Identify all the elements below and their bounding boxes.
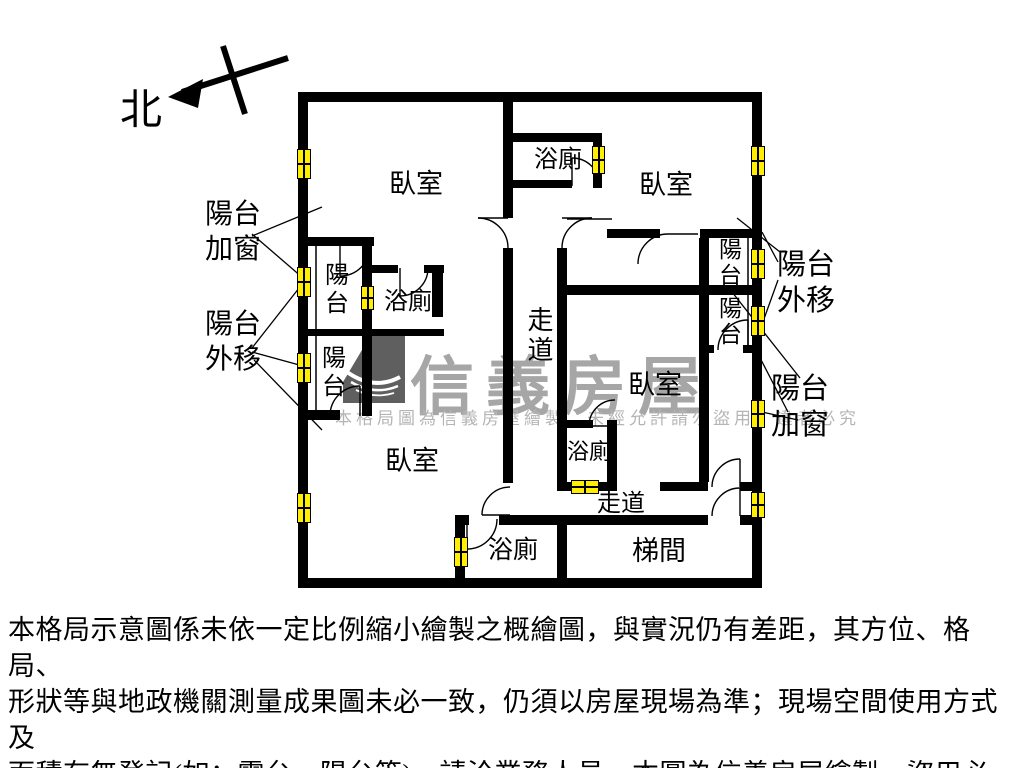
wall [700,229,762,238]
window-icon [751,306,765,336]
wall [499,515,708,525]
wall [660,482,708,491]
wall [557,420,593,428]
room-label-balcony-left-2: 陽台 [322,346,346,400]
room-label-bedroom-top-right: 臥室 [639,170,693,200]
wall-outer-right [752,92,762,588]
room-label-balcony-right-1: 陽台 [719,237,742,288]
room-label-stairwell: 梯間 [632,536,686,566]
window-icon [571,480,599,494]
wall [503,248,513,483]
wall [510,133,602,142]
annotation-balcony-window-added-left: 陽台加窗 [204,199,261,265]
window-icon [751,400,765,428]
wall [298,410,340,420]
window-icon [592,146,605,174]
wall [607,229,660,238]
room-label-bedroom-bottom-left: 臥室 [385,446,439,476]
wall [557,248,567,482]
wall-outer-left [298,92,308,588]
room-label-bathroom-left: 浴廁 [384,289,432,315]
north-arrow [168,45,289,115]
room-label-corridor-bottom: 走道 [597,491,645,517]
window-icon [361,286,374,310]
wall [743,345,762,353]
window-icon [751,249,765,279]
room-label-balcony-right-2: 陽台 [719,296,742,347]
wall [740,482,762,491]
wall [308,329,364,336]
window-icon [297,267,311,297]
wall [510,180,572,188]
window-icon [297,353,311,383]
window-icon [751,492,765,518]
disclaimer-line-3: 面積有無登記(如：露台、陽台等)，請洽業務人員。本圖為信義房屋繪製，盜用必究。 [8,756,1020,768]
room-label-bathroom-mid: 浴廁 [566,439,611,464]
disclaimer-line-2: 形狀等與地政機關測量成果圖未必一致，仍須以房屋現場為準；現場空間使用方式及 [8,687,998,753]
room-label-bedroom-top-left: 臥室 [389,169,443,199]
wall [699,238,709,482]
room-label-bathroom-bottom: 浴廁 [487,537,538,564]
window-icon [454,537,468,567]
wall [362,237,372,416]
wall [503,102,513,218]
wall-outer-bottom [298,578,762,588]
wall [298,237,374,246]
wall [372,329,444,336]
wall [700,345,714,353]
north-label: 北 [120,88,163,134]
watermark-notice-text: 本格局圖為信義房屋繪製，未經允許請勿盜用，違者必究 [335,409,860,428]
annotation-balcony-moved-out-left: 陽台外移 [204,309,261,375]
wall [557,515,567,588]
wall [740,515,762,525]
window-icon [297,493,311,523]
annotation-balcony-window-added-right: 陽台加窗 [770,373,829,441]
wall [607,420,617,482]
wall-outer-top [298,92,762,102]
room-label-corridor-center: 走道 [527,306,554,365]
window-icon [751,146,765,176]
room-label-bathroom-top: 浴廁 [534,147,582,173]
watermark-brand-text: 信義房屋 [410,336,720,428]
annotation-balcony-moved-out-right: 陽台外移 [776,249,835,317]
wall [370,265,398,273]
room-label-bedroom-mid-right: 臥室 [628,370,682,400]
disclaimer-line-1: 本格局示意圖係未依一定比例縮小繪製之概繪圖，與實況仍有差距，其方位、格局、 [8,615,971,681]
room-label-balcony-left-1: 陽台 [325,263,349,317]
disclaimer-text: 本格局示意圖係未依一定比例縮小繪製之概繪圖，與實況仍有差距，其方位、格局、 形狀… [8,612,1020,768]
wall [557,285,762,295]
wall [432,265,443,317]
window-icon [297,149,311,179]
